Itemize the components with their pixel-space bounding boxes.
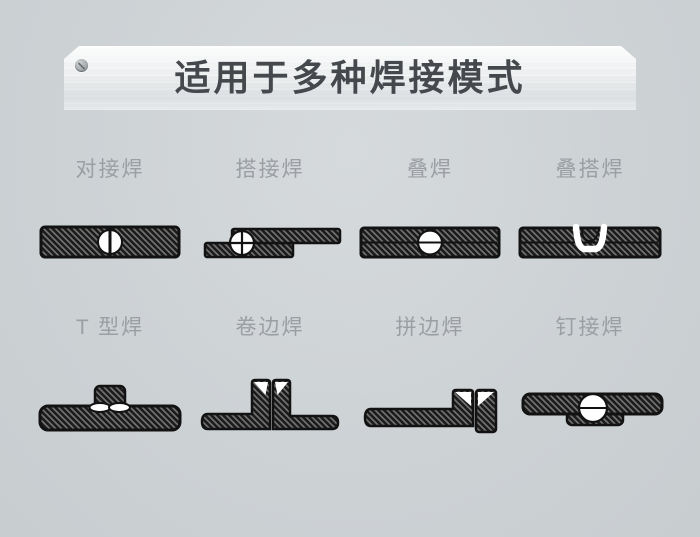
stitch-weld-diagram [521,392,664,427]
mode-row-1: 对接焊 搭接焊 叠焊 [0,158,700,278]
mode-cell-edge-weld: 拼边焊 [350,316,510,436]
mode-label: 拼边焊 [395,316,465,339]
edge-weld-diagram [363,388,498,434]
mode-cell-butt-weld: 对接焊 [30,158,190,278]
mode-label: 钉接焊 [555,316,625,339]
stack-lap-weld-diagram [518,223,662,259]
crimp-notch-seam [580,226,600,242]
mode-label: T 型焊 [75,316,145,339]
mode-label: 叠焊 [407,158,453,181]
butt-weld-diagram [39,225,181,259]
weld-groove-left [254,382,268,395]
mode-label: 搭接焊 [235,158,305,181]
left-flanged-sheet [200,378,272,431]
right-flanged-sheet [271,378,340,431]
mode-cell-lap-weld: 搭接焊 [190,158,350,278]
flange-weld-diagram [200,378,340,431]
stack-weld-diagram [359,226,501,259]
weld-modes-grid: 对接焊 搭接焊 叠焊 [0,158,700,436]
mode-row-2: T 型焊 卷边焊 拼边焊 [0,316,700,436]
t-type-weld-diagram [38,384,182,432]
fillet-weld-left [88,402,112,413]
mode-cell-stack-lap-weld: 叠搭焊 [510,158,670,278]
mode-cell-stack-weld: 叠焊 [350,158,510,278]
mode-cell-t-type-weld: T 型焊 [30,316,190,436]
fillet-weld-right [108,402,131,413]
mode-label: 对接焊 [75,158,145,181]
crimp-notch [572,223,608,253]
weld-groove-right [275,382,288,395]
weld-groove-left [455,392,471,406]
bent-edge-sheet [363,388,475,428]
title-plate: 适用于多种焊接模式 [64,46,636,110]
weld-groove-right [478,392,494,406]
screw-slot [77,61,86,70]
mode-cell-stitch-weld: 钉接焊 [510,316,670,436]
screw-icon [75,59,88,72]
mode-cell-flange-weld: 卷边焊 [190,316,350,436]
lap-weld-diagram [203,227,342,259]
mode-label: 卷边焊 [235,316,305,339]
mode-label: 叠搭焊 [555,158,625,181]
page-title: 适用于多种焊接模式 [174,57,526,98]
